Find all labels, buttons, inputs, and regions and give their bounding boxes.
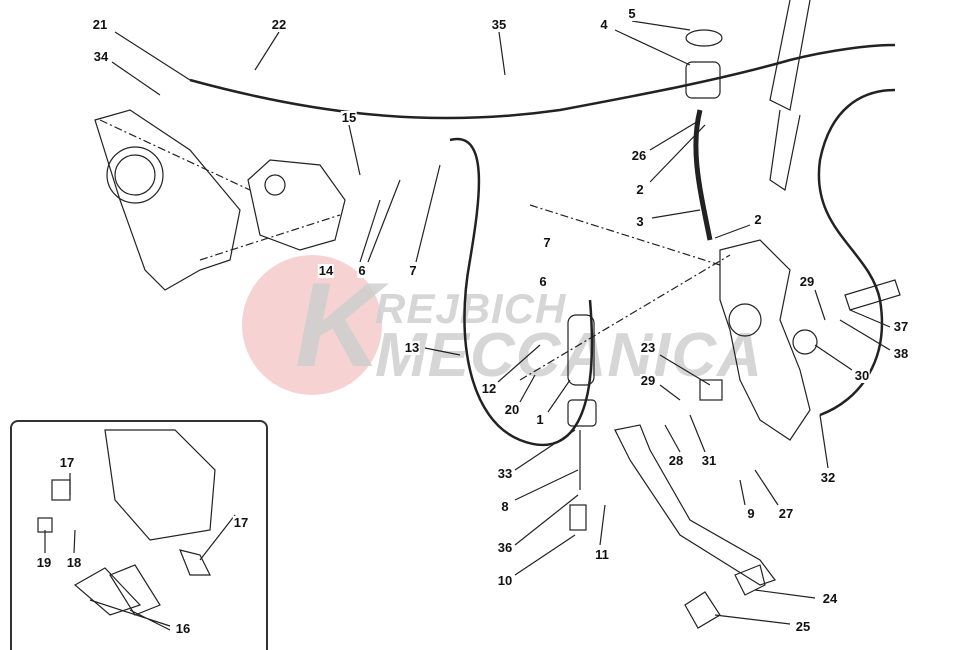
callout-label: 3: [635, 214, 645, 229]
callout-label: 12: [480, 381, 498, 396]
callout-label: 4: [599, 17, 609, 32]
callout-label: 7: [542, 235, 552, 250]
caliper-detail-inset: [10, 420, 268, 650]
caliper-bracket: [94, 109, 241, 291]
callout-label: 23: [639, 340, 657, 355]
callout-label: 18: [65, 555, 83, 570]
callout-label: 6: [357, 263, 367, 278]
inset-caliper: [104, 429, 216, 541]
footrest-bracket: [719, 239, 811, 441]
reservoir-cap: [685, 29, 723, 47]
fluid-reservoir: [685, 61, 721, 99]
callout-label: 19: [35, 555, 53, 570]
callout-label: 30: [853, 368, 871, 383]
callout-label: 11: [594, 547, 610, 562]
callout-label: 29: [798, 274, 816, 289]
callout-label: 8: [500, 499, 510, 514]
sensor-cable: [189, 43, 896, 120]
callout-label: 31: [700, 453, 718, 468]
callout-label: 14: [317, 263, 335, 278]
callout-label: 25: [794, 619, 812, 634]
callout-label: 5: [627, 6, 637, 21]
callout-label: 9: [746, 506, 756, 521]
callout-label: 29: [639, 373, 657, 388]
brake-caliper: [247, 159, 346, 251]
callout-label: 36: [496, 540, 514, 555]
callout-label: 21: [91, 17, 109, 32]
callout-label: 7: [408, 263, 418, 278]
callout-label: 16: [174, 621, 192, 636]
callout-label: 2: [753, 212, 763, 227]
reservoir-hose: [693, 109, 713, 241]
callout-label: 17: [232, 515, 250, 530]
callout-label: 15: [340, 110, 358, 125]
callout-label: 1: [535, 412, 545, 427]
callout-label: 20: [503, 402, 521, 417]
brake-pedal: [614, 424, 776, 586]
callout-label: 26: [630, 148, 648, 163]
callout-label: 17: [58, 455, 76, 470]
callout-label: 34: [92, 49, 110, 64]
callout-label: 32: [819, 470, 837, 485]
callout-label: 33: [496, 466, 514, 481]
callout-label: 38: [892, 346, 910, 361]
brake-pads: [73, 564, 161, 616]
callout-label: 28: [667, 453, 685, 468]
callout-label: 37: [892, 319, 910, 334]
callout-label: 13: [403, 340, 421, 355]
callout-label: 35: [490, 17, 508, 32]
callout-label: 24: [821, 591, 839, 606]
callout-label: 22: [270, 17, 288, 32]
callout-label: 10: [496, 573, 514, 588]
callout-label: 27: [777, 506, 795, 521]
master-cylinder: [567, 314, 595, 386]
callout-label: 6: [538, 274, 548, 289]
sensor-cable-2: [817, 88, 896, 417]
brake-hose: [449, 137, 594, 447]
callout-label: 2: [635, 182, 645, 197]
